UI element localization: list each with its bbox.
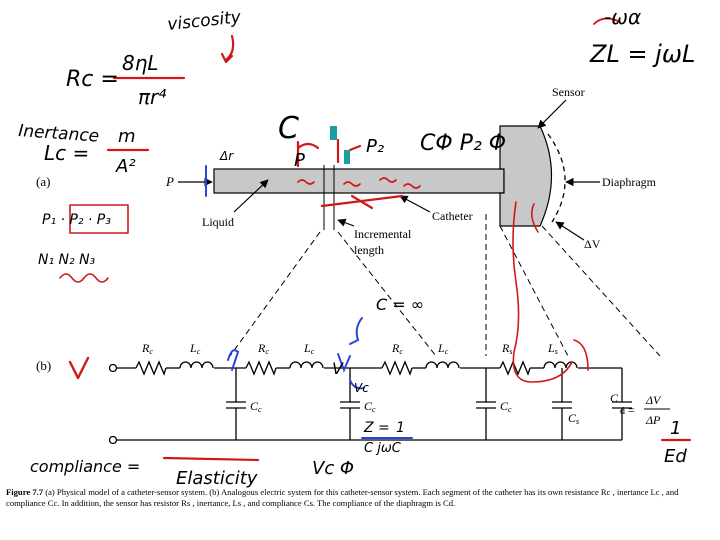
label-cc-2: Cc xyxy=(364,399,376,414)
liquid-arrow xyxy=(233,179,269,213)
svg-text:d: d xyxy=(620,406,625,417)
note-vc-phi: Vc Φ xyxy=(312,458,354,479)
label-rc-2: Rc xyxy=(257,341,269,356)
handwritten-text-blue: C = ∞ V Vc Z = 1 C jωC xyxy=(332,295,424,456)
incremental-label-line2: length xyxy=(354,243,384,257)
label-ls: Ls xyxy=(547,341,558,356)
note-lc-formula-num: m xyxy=(118,126,136,147)
svg-text:ΔP: ΔP xyxy=(645,413,661,427)
label-rc-3: Rc xyxy=(391,341,403,356)
resistor-rc-1 xyxy=(135,360,167,376)
note-rc-formula-num: 8ηL xyxy=(122,51,159,75)
label-cs: Cs xyxy=(568,411,579,426)
note-zl: ZL = jωL xyxy=(589,40,695,68)
resistor-rc-3 xyxy=(381,360,413,376)
note-viscosity: viscosity xyxy=(166,7,242,35)
note-cd-right-den: Ed xyxy=(664,446,687,467)
note-delta-r: Δr xyxy=(219,149,234,163)
teal-marker xyxy=(330,126,350,164)
label-cc-3: Cc xyxy=(500,399,512,414)
inductor-lc-3 xyxy=(425,361,460,369)
handwritten-annotations-blue xyxy=(205,165,413,439)
panel-b-label: (b) xyxy=(36,358,51,373)
sensor-chamber xyxy=(499,125,553,227)
label-lc-2: Lc xyxy=(303,341,315,356)
note-c-phi: CΦ P₂ Φ xyxy=(420,131,506,156)
label-rc-1: Rc xyxy=(141,341,153,356)
diaphragm-label: Diaphragm xyxy=(602,175,657,189)
inductor-lc-2 xyxy=(289,361,324,369)
note-compliance: compliance = xyxy=(30,457,140,476)
note-z-cap-3: C jωC xyxy=(364,441,402,456)
capacitor-cc-3 xyxy=(476,368,496,440)
handwritten-annotations-red xyxy=(59,17,692,462)
note-elasticity: Elasticity xyxy=(176,468,258,489)
note-rc-formula-left: Rc = xyxy=(66,67,119,92)
figure-caption: Figure 7.7 (a) Physical model of a cathe… xyxy=(6,487,706,509)
panel-a-label: (a) xyxy=(36,174,50,189)
diaphragm-deflection xyxy=(547,133,566,223)
sensor-label: Sensor xyxy=(552,85,585,99)
liquid-label: Liquid xyxy=(202,215,234,229)
label-lc-3: Lc xyxy=(437,341,449,356)
circuit-labels: Rc Lc Rc Lc Rc Lc Rs Ls Cc Cc Cc Cs xyxy=(141,341,579,426)
capacitor-cd xyxy=(612,368,632,440)
note-z-cap-2: 1 xyxy=(396,420,405,436)
capacitor-cc-1 xyxy=(226,368,246,440)
pressure-label: P xyxy=(165,174,174,189)
catheter-label: Catheter xyxy=(432,209,473,223)
label-cc-1: Cc xyxy=(250,399,262,414)
note-p1p2p3: P₁ · P₂ · P₃ xyxy=(42,212,111,228)
note-cd-right-num: 1 xyxy=(670,418,681,439)
note-big-c: C xyxy=(278,111,299,146)
note-p-small: P xyxy=(294,150,305,171)
note-lc-formula-den: A² xyxy=(115,156,136,177)
note-z-cap-1: Z = xyxy=(363,420,390,436)
catheter-arrow xyxy=(399,195,431,213)
note-n-sym: N₁ N₂ N₃ xyxy=(38,252,96,268)
svg-text:ΔV: ΔV xyxy=(645,393,662,407)
note-p2: P₂ xyxy=(366,136,384,157)
label-lc-1: Lc xyxy=(189,341,201,356)
label-rs: Rs xyxy=(501,341,512,356)
inductor-lc-1 xyxy=(179,361,214,369)
analog-circuit xyxy=(108,360,632,445)
incremental-label-line1: Incremental xyxy=(354,227,412,241)
note-vc-sym: Vc xyxy=(354,381,369,395)
input-terminal-top xyxy=(108,363,118,373)
delta-v-arrow xyxy=(555,221,585,241)
resistor-rc-2 xyxy=(245,360,277,376)
svg-text:=: = xyxy=(628,403,635,417)
projection-lines xyxy=(229,214,661,357)
caption-text: (a) Physical model of a catheter-sensor … xyxy=(6,487,679,508)
svg-text:C: C xyxy=(610,391,619,405)
delta-v-label: ΔV xyxy=(584,237,601,251)
note-v-sym: V xyxy=(332,359,344,378)
note-z-omega: -ωα xyxy=(604,5,641,29)
capacitor-cc-2 xyxy=(340,368,360,440)
note-rc-formula-den: πr⁴ xyxy=(138,85,166,109)
label-cd-formula: C d = ΔV ΔP xyxy=(610,391,670,427)
input-terminal-bottom xyxy=(108,435,118,445)
resistor-rs xyxy=(499,360,531,376)
sensor-arrow xyxy=(537,99,567,129)
incremental-arrow xyxy=(337,218,355,227)
note-c-inf: C = ∞ xyxy=(376,295,424,314)
note-lc-formula-left: Lc = xyxy=(44,141,89,165)
caption-label: Figure 7.7 xyxy=(6,487,44,497)
